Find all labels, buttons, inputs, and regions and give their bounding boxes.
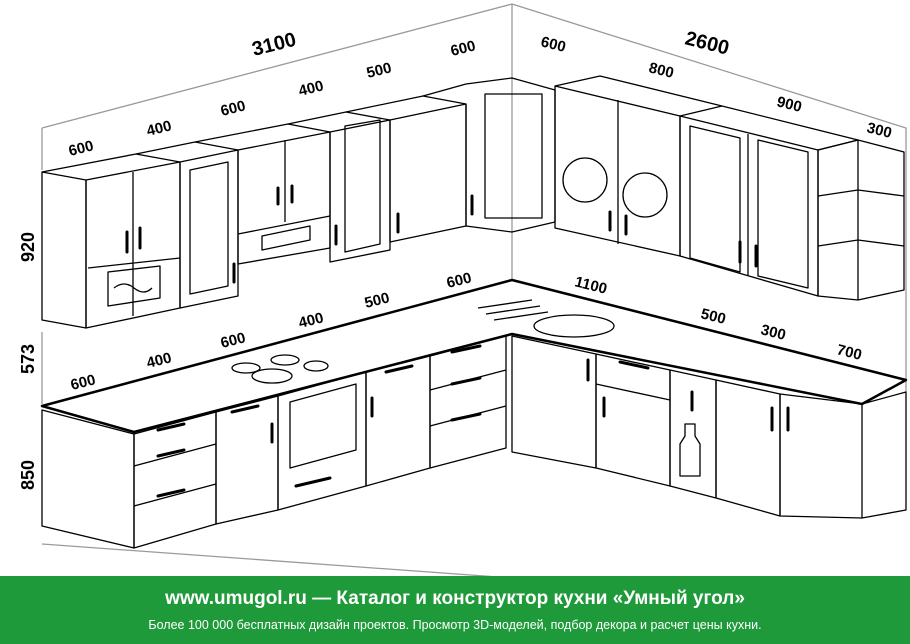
dim-wall-right-total: 2600 <box>683 28 732 60</box>
dim-base-left-6: 600 <box>445 269 473 292</box>
dim-base-left-4: 400 <box>297 309 325 332</box>
dim-base-right-1: 1100 <box>573 273 609 297</box>
footer-headline[interactable]: www.umugol.ru — Каталог и конструктор ку… <box>165 588 745 609</box>
dim-base-left-3: 600 <box>219 329 247 352</box>
dim-base-right-4: 700 <box>835 341 863 364</box>
dim-upper-left-2: 400 <box>145 117 173 140</box>
hob <box>231 354 329 384</box>
dim-wall-left-total: 3100 <box>250 29 299 61</box>
sink <box>477 299 615 338</box>
dim-base-left-2: 400 <box>145 349 173 372</box>
wall-right-outline <box>511 3 907 392</box>
dim-height-upper: 920 <box>18 232 38 262</box>
dim-upper-right-2: 800 <box>647 59 675 82</box>
dim-upper-left-3: 600 <box>219 97 247 120</box>
dim-base-left-1: 600 <box>69 371 97 394</box>
dim-upper-right-3: 900 <box>775 93 803 116</box>
dim-upper-left-1: 600 <box>67 137 95 160</box>
dim-upper-left-4: 400 <box>297 77 325 100</box>
upper-cabinets-right <box>554 75 905 301</box>
glass-doors <box>189 93 809 295</box>
base-cabinets-right <box>511 335 907 519</box>
dim-height-gap: 573 <box>18 344 38 374</box>
dim-upper-right-1: 600 <box>539 33 567 56</box>
dim-upper-right-4: 300 <box>865 119 893 142</box>
footer-subline: Более 100 000 бесплатных дизайн проектов… <box>148 618 762 632</box>
countertop <box>40 278 908 434</box>
dim-upper-left-5: 500 <box>365 59 393 82</box>
dim-upper-left-6: 600 <box>449 37 477 60</box>
kitchen-drawing: 3100 2600 600 400 600 400 500 600 600 80… <box>18 3 908 576</box>
dim-base-left-5: 500 <box>363 289 391 312</box>
footer-banner: www.umugol.ru — Каталог и конструктор ку… <box>0 576 910 644</box>
handles <box>125 184 790 498</box>
cutlery-icon <box>562 157 608 203</box>
dim-base-right-2: 500 <box>699 305 727 328</box>
microwave <box>107 265 161 307</box>
dim-height-base: 850 <box>18 460 38 490</box>
bottle-icon <box>679 423 701 477</box>
range-hood <box>261 225 311 251</box>
base-cabinets-left <box>41 335 507 549</box>
dim-base-right-3: 300 <box>759 321 787 344</box>
wall-left-outline <box>41 3 513 576</box>
cutlery-icon-2 <box>622 172 668 218</box>
